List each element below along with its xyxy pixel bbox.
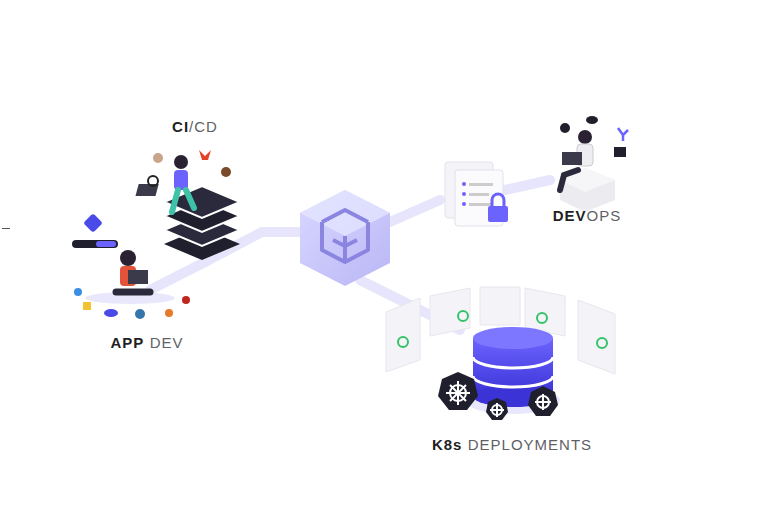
hub-cube bbox=[300, 190, 390, 286]
caption-bold: DEV bbox=[553, 207, 587, 224]
k8s-deployments bbox=[386, 287, 615, 420]
caption-light: DEV bbox=[150, 334, 184, 351]
caption-bold: CI bbox=[172, 118, 189, 135]
cicd-stack bbox=[135, 150, 240, 260]
caption-light: /CD bbox=[189, 118, 218, 135]
caption-light: OPS bbox=[587, 207, 622, 224]
group-caption: DEVOPS bbox=[551, 206, 624, 226]
group-caption: APP DEV bbox=[109, 333, 186, 353]
policy-document bbox=[445, 162, 508, 226]
edge-mark bbox=[2, 228, 10, 229]
caption-bold: K8s bbox=[432, 436, 463, 453]
app-dev-person bbox=[72, 213, 190, 319]
group-caption: K8s DEPLOYMENTS bbox=[430, 435, 594, 455]
caption-light: DEPLOYMENTS bbox=[468, 436, 592, 453]
devops-person bbox=[560, 116, 628, 212]
group-caption: CI/CD bbox=[170, 117, 220, 137]
caption-bold: APP bbox=[111, 334, 145, 351]
